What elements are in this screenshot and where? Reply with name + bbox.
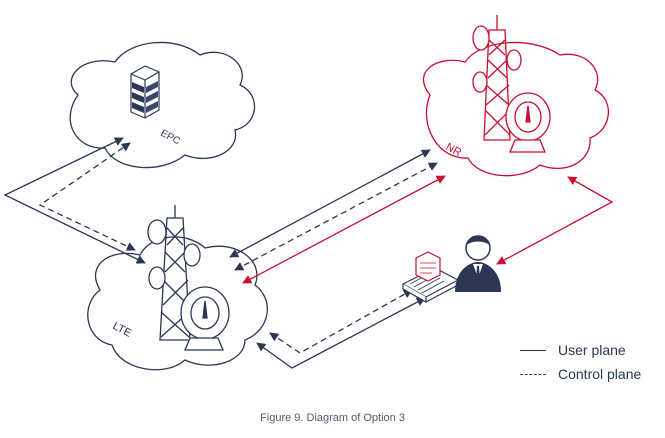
nr-tower-icon bbox=[472, 15, 551, 153]
legend-dashed-line bbox=[520, 373, 546, 375]
ue-terminal-icon bbox=[401, 251, 460, 304]
legend-user-plane-label: User plane bbox=[558, 342, 626, 358]
lte-epc-control-plane-arrow bbox=[38, 142, 136, 251]
legend-control-plane-label: Control plane bbox=[558, 366, 642, 382]
figure-caption: Figure 9. Diagram of Option 3 bbox=[260, 412, 405, 424]
nr-label: NR bbox=[444, 141, 464, 159]
nr-ue-user-plane-arrow bbox=[496, 176, 614, 265]
lte-ue-user-plane-arrow bbox=[256, 297, 426, 369]
lte-nr-control-plane-arrow bbox=[234, 162, 438, 271]
lte-nr-user-plane-arrow bbox=[229, 149, 431, 258]
lte-label: LTE bbox=[111, 320, 134, 340]
epc-label: EPC bbox=[159, 128, 182, 147]
legend-user-plane: User plane bbox=[520, 341, 626, 359]
user-avatar-icon bbox=[455, 235, 501, 292]
epc-cloud bbox=[69, 41, 256, 169]
server-icon bbox=[130, 65, 160, 119]
legend-control-plane: Control plane bbox=[520, 365, 641, 383]
legend-solid-line bbox=[520, 349, 546, 351]
nr-cloud bbox=[422, 41, 610, 177]
lte-epc-user-plane-arrow bbox=[3, 137, 146, 264]
lte-tower-icon bbox=[147, 205, 230, 351]
lte-cloud bbox=[87, 236, 268, 371]
lte-ue-control-plane-arrow bbox=[269, 289, 413, 354]
lte-nr-user-plane-arrow-red bbox=[242, 175, 446, 284]
